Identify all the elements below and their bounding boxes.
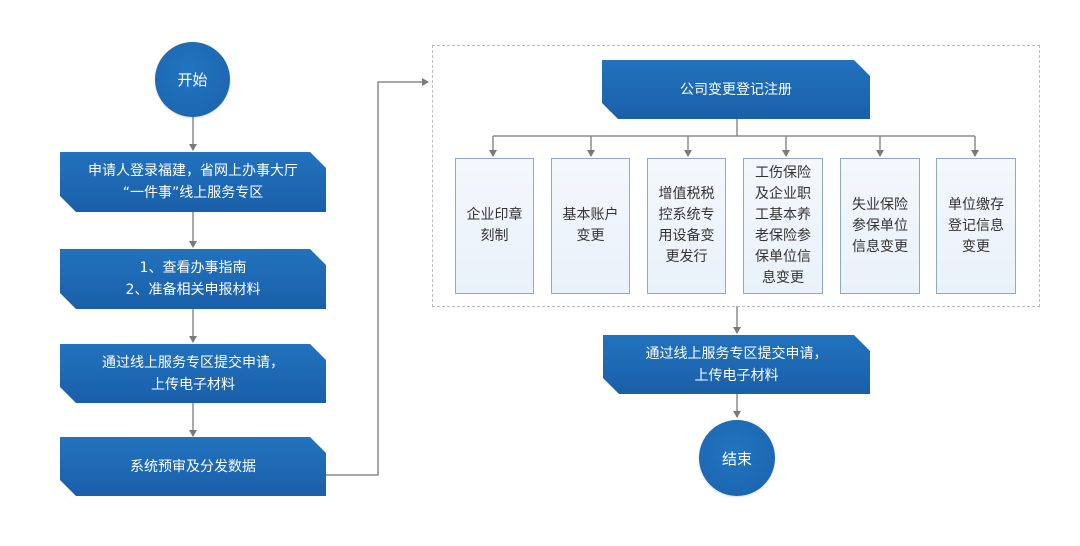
sub-item-label: 增值税税 控系统专 用设备变 更发行 (658, 186, 715, 265)
sub-item-unemployment: 失业保险 参保单位 信息变更 (840, 158, 920, 294)
sub-item-label: 单位缴存 登记信息 变更 (948, 196, 1004, 255)
sub-item-label: 失业保险 参保单位 信息变更 (852, 196, 908, 255)
start-node: 开始 (155, 42, 230, 117)
group-title: 公司变更登记注册 (602, 60, 870, 119)
sub-item-housing-fund: 单位缴存 登记信息 变更 (936, 158, 1016, 294)
sub-item-label: 工伤保险 及企业职 工基本养 老保险参 保单位信 息变更 (755, 165, 811, 286)
group-title-label: 公司变更登记注册 (680, 81, 792, 98)
end-node: 结束 (699, 420, 775, 496)
start-label: 开始 (177, 71, 208, 89)
step-prepare-label: 1、查看办事指南 2、准备相关申报材料 (125, 260, 261, 298)
step-submit: 通过线上服务专区提交申请， 上传电子材料 (60, 344, 326, 403)
change-registration-group (432, 45, 1040, 307)
sub-item-label: 企业印章 刻制 (466, 207, 523, 244)
sub-item-label: 基本账户 变更 (562, 207, 619, 244)
sub-item-vat-device: 增值税税 控系统专 用设备变 更发行 (647, 158, 726, 294)
step-final-submit-label: 通过线上服务专区提交申请， 上传电子材料 (645, 345, 828, 384)
arrow-step4-to-group (326, 78, 429, 476)
step-precheck: 系统预审及分发数据 (60, 437, 326, 496)
step-login-label: 申请人登录福建，省网上办事大厅 “一件事”线上服务专区 (88, 163, 298, 201)
step-precheck-label: 系统预审及分发数据 (130, 458, 256, 475)
step-login: 申请人登录福建，省网上办事大厅 “一件事”线上服务专区 (60, 152, 326, 212)
sub-item-injury-pension: 工伤保险 及企业职 工基本养 老保险参 保单位信 息变更 (743, 158, 823, 294)
step-final-submit: 通过线上服务专区提交申请， 上传电子材料 (603, 335, 870, 394)
end-label: 结束 (721, 449, 752, 468)
step-submit-label: 通过线上服务专区提交申请， 上传电子材料 (102, 354, 284, 393)
step-prepare: 1、查看办事指南 2、准备相关申报材料 (60, 249, 326, 309)
sub-item-bank-account: 基本账户 变更 (551, 158, 630, 294)
sub-item-seal: 企业印章 刻制 (455, 158, 534, 294)
